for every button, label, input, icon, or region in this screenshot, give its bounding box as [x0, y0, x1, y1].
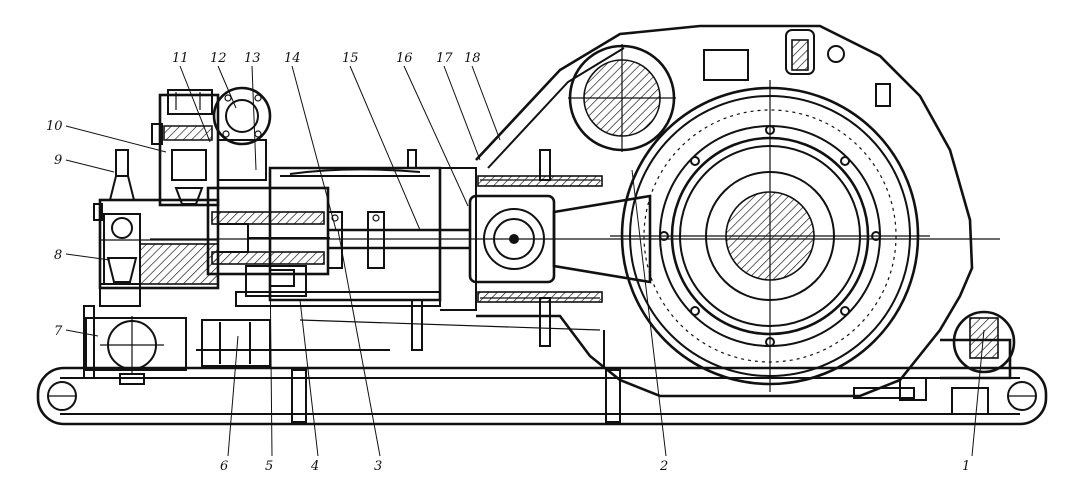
callouts: 1 2 3 4 5 6 7 8 9 10 11 12 13 14 15 16 1: [46, 51, 985, 474]
callout-11: 11: [172, 51, 189, 66]
callout-17: 17: [436, 51, 453, 66]
callout-15: 15: [342, 51, 359, 66]
callout-2: 2: [659, 459, 668, 474]
callout-8: 8: [54, 248, 62, 263]
callout-18: 18: [464, 51, 481, 66]
pinion-shaft-housing: [853, 310, 1016, 415]
callout-16: 16: [396, 51, 413, 66]
main-gear-wheel: [610, 80, 930, 392]
callout-14: 14: [284, 51, 301, 66]
callout-7: 7: [54, 324, 63, 339]
callout-5: 5: [265, 459, 273, 474]
gear-rim-bolts: [659, 125, 881, 347]
cylinder-liner: [206, 186, 441, 307]
callout-10: 10: [46, 119, 63, 134]
gauge-panel: [196, 319, 390, 367]
suction-manifold: [83, 305, 187, 385]
callout-9: 9: [54, 153, 62, 168]
crosshead-guide-housing: [268, 149, 601, 351]
callout-13: 13: [244, 51, 261, 66]
callout-12: 12: [210, 51, 227, 66]
valve-block: [93, 149, 220, 307]
base-frame: [36, 318, 1048, 426]
callout-1: 1: [962, 459, 970, 474]
callout-6: 6: [220, 459, 228, 474]
piston-rod-extension: [150, 211, 1000, 269]
callout-3: 3: [374, 459, 382, 474]
crosshead-and-connecting-rod: [468, 149, 652, 347]
power-end-housing: [475, 24, 974, 398]
callout-4: 4: [310, 459, 319, 474]
